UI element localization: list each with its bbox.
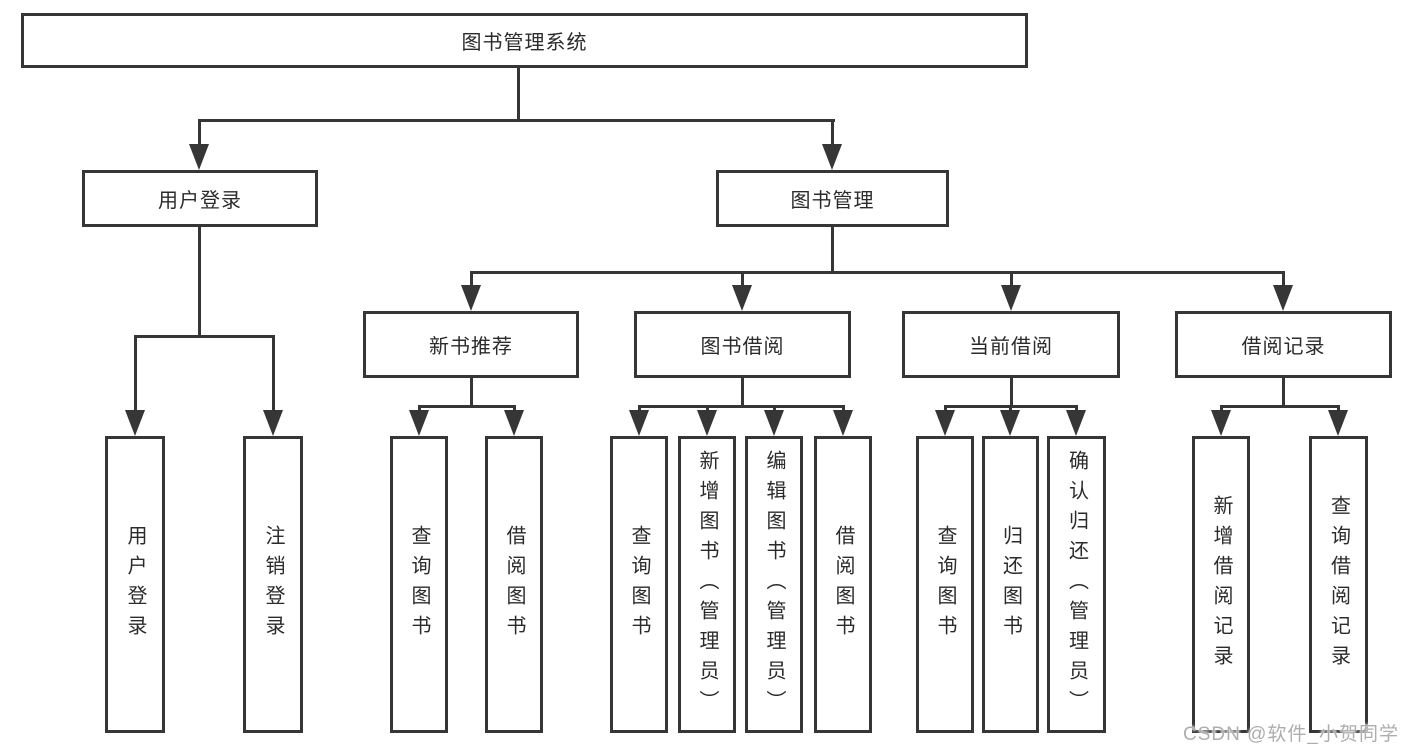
leaf-br-add-record: 新增借阅记录	[1192, 436, 1250, 733]
leaf-user-login: 用户登录	[105, 436, 165, 733]
connector-line	[469, 271, 1285, 274]
arrowhead-down-icon	[1066, 410, 1086, 436]
connector-line	[830, 227, 834, 273]
leaf-br-query-record-label: 查询借阅记录	[1327, 494, 1350, 675]
connector-line	[197, 227, 201, 337]
node-book-management-label: 图书管理	[790, 190, 875, 212]
leaf-cb-confirm-return-admin-label: 确认归还（管理员）	[1065, 449, 1088, 720]
leaf-nb-borrow-books: 借阅图书	[485, 436, 543, 733]
leaf-bb-query-books: 查询图书	[610, 436, 668, 733]
arrowhead-down-icon	[461, 285, 481, 311]
arrowhead-down-icon	[189, 144, 209, 170]
connector-line	[1219, 405, 1340, 408]
arrowhead-down-icon	[935, 410, 955, 436]
leaf-bb-query-books-label: 查询图书	[628, 524, 650, 645]
arrowhead-down-icon	[732, 285, 752, 311]
leaf-user-login-label: 用户登录	[124, 524, 146, 645]
leaf-cb-return-books: 归还图书	[982, 436, 1039, 733]
node-borrow-records-label: 借阅记录	[1241, 336, 1326, 358]
leaf-nb-query-books: 查询图书	[390, 436, 448, 733]
arrowhead-down-icon	[764, 410, 784, 436]
leaf-nb-query-books-label: 查询图书	[408, 524, 430, 645]
arrowhead-down-icon	[125, 410, 145, 436]
node-current-borrow: 当前借阅	[902, 311, 1120, 378]
leaf-bb-borrow-books-label: 借阅图书	[832, 524, 854, 645]
connector-line	[417, 405, 516, 408]
arrowhead-down-icon	[1000, 410, 1020, 436]
connector-line	[772, 405, 776, 414]
leaf-cb-query-books: 查询图书	[916, 436, 974, 733]
node-book-management: 图书管理	[716, 170, 949, 227]
leaf-br-add-record-label: 新增借阅记录	[1210, 494, 1232, 675]
arrowhead-down-icon	[1273, 285, 1293, 311]
leaf-logout: 注销登录	[243, 436, 303, 733]
node-borrow-records: 借阅记录	[1175, 311, 1392, 378]
leaf-cb-confirm-return-admin: 确认归还（管理员）	[1047, 436, 1106, 733]
arrowhead-down-icon	[1211, 410, 1231, 436]
connector-line	[1336, 405, 1340, 414]
connector-line	[197, 119, 835, 122]
connector-line	[1074, 405, 1078, 414]
node-root: 图书管理系统	[21, 13, 1028, 68]
arrowhead-down-icon	[1328, 410, 1348, 436]
csdn-watermark: CSDN @软件_小贺同学	[1183, 724, 1399, 745]
connector-line	[1008, 405, 1012, 414]
leaf-cb-query-books-label: 查询图书	[934, 524, 956, 645]
connector-line	[637, 405, 641, 414]
connector-line	[133, 335, 275, 338]
leaf-bb-edit-books-admin: 编辑图书（管理员）	[745, 436, 803, 733]
arrowhead-down-icon	[504, 410, 524, 436]
connector-line	[740, 378, 744, 407]
connector-line	[1009, 378, 1013, 407]
leaf-nb-borrow-books-label: 借阅图书	[503, 524, 525, 645]
connector-line	[1219, 405, 1223, 414]
arrowhead-down-icon	[1001, 285, 1021, 311]
arrowhead-down-icon	[822, 144, 842, 170]
node-user-login-label: 用户登录	[158, 190, 242, 212]
arrowhead-down-icon	[409, 410, 429, 436]
arrowhead-down-icon	[629, 410, 649, 436]
leaf-bb-add-books-admin-label: 新增图书（管理员）	[696, 449, 718, 720]
connector-line	[943, 405, 947, 414]
connector-line	[516, 68, 520, 119]
leaf-bb-add-books-admin: 新增图书（管理员）	[678, 436, 736, 733]
arrowhead-down-icon	[263, 410, 283, 436]
connector-line	[637, 405, 845, 408]
connector-line	[469, 378, 473, 407]
node-new-book-recommend-label: 新书推荐	[429, 336, 513, 358]
connector-line	[271, 335, 275, 412]
leaf-bb-borrow-books: 借阅图书	[814, 436, 872, 733]
leaf-bb-edit-books-admin-label: 编辑图书（管理员）	[763, 449, 785, 720]
arrowhead-down-icon	[833, 410, 853, 436]
connector-line	[830, 119, 834, 146]
node-new-book-recommend: 新书推荐	[363, 311, 579, 378]
node-book-borrow: 图书借阅	[634, 311, 851, 378]
arrowhead-down-icon	[697, 410, 717, 436]
connector-line	[1281, 378, 1285, 407]
connector-line	[740, 271, 744, 288]
connector-line	[1009, 271, 1013, 288]
node-user-login: 用户登录	[82, 170, 318, 227]
leaf-logout-label: 注销登录	[262, 524, 284, 645]
connector-line	[841, 405, 845, 414]
connector-line	[133, 335, 137, 412]
node-root-label: 图书管理系统	[461, 32, 588, 54]
connector-line	[197, 119, 201, 146]
connector-line	[1281, 271, 1285, 288]
connector-line	[469, 271, 473, 288]
node-current-borrow-label: 当前借阅	[969, 336, 1053, 358]
leaf-br-query-record: 查询借阅记录	[1309, 436, 1368, 733]
connector-line	[512, 405, 516, 414]
leaf-cb-return-books-label: 归还图书	[999, 524, 1022, 645]
node-book-borrow-label: 图书借阅	[700, 336, 785, 358]
connector-line	[705, 405, 709, 414]
connector-line	[417, 405, 421, 414]
